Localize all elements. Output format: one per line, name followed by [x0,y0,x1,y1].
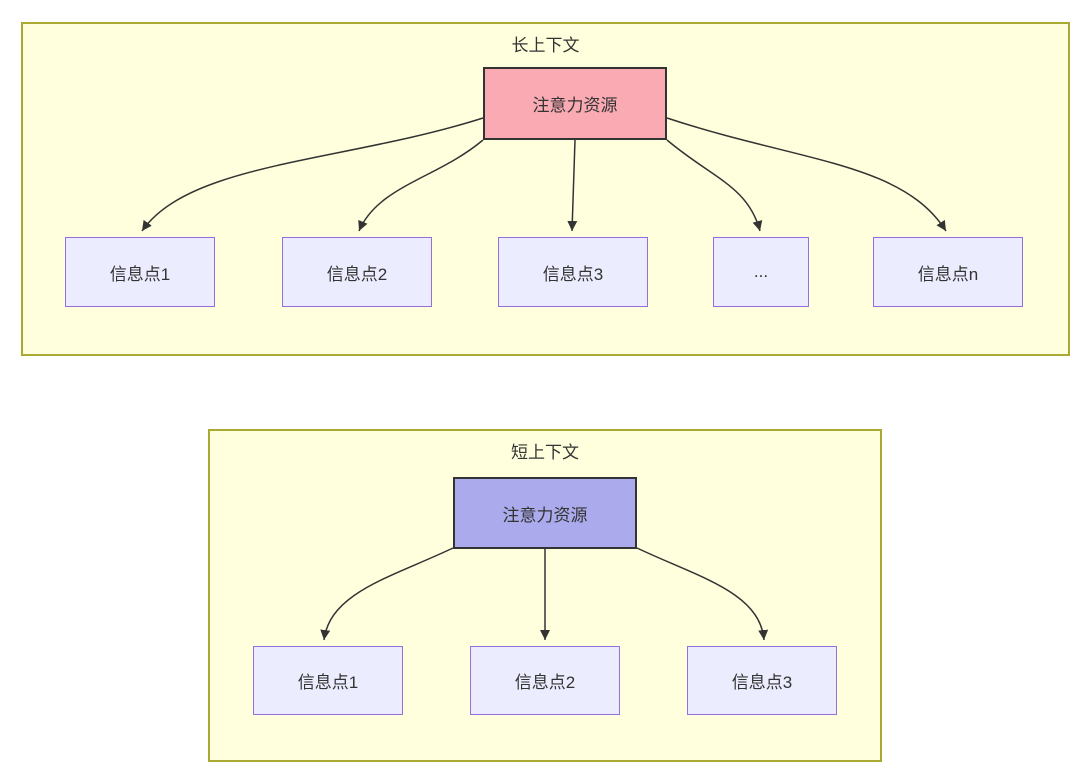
short-info-label-1: 信息点1 [297,673,359,692]
long-info-node-n: 信息点n [873,237,1023,307]
short-info-node-2: 信息点2 [470,646,620,715]
short-context-title: 短上下文 [511,443,579,462]
short-attention-node: 注意力资源 [453,477,637,549]
long-info-node-3: 信息点3 [498,237,648,307]
long-attention-node: 注意力资源 [483,67,667,140]
long-info-label-n: 信息点n [917,264,979,284]
long-info-label-ellipsis: ... [753,262,769,281]
long-info-node-ellipsis: ... [713,237,809,307]
long-info-label-2: 信息点2 [326,264,388,284]
long-attention-label: 注意力资源 [532,96,618,115]
short-attention-label: 注意力资源 [502,505,588,525]
long-context-title: 长上下文 [511,36,580,55]
long-info-node-1: 信息点1 [65,237,215,307]
short-info-node-1: 信息点1 [253,646,403,715]
long-info-node-2: 信息点2 [282,237,432,307]
long-info-label-3: 信息点3 [542,264,604,284]
short-info-label-3: 信息点3 [731,673,793,692]
short-info-label-2: 信息点2 [514,673,576,692]
long-info-label-1: 信息点1 [109,264,171,284]
short-info-node-3: 信息点3 [687,646,837,715]
